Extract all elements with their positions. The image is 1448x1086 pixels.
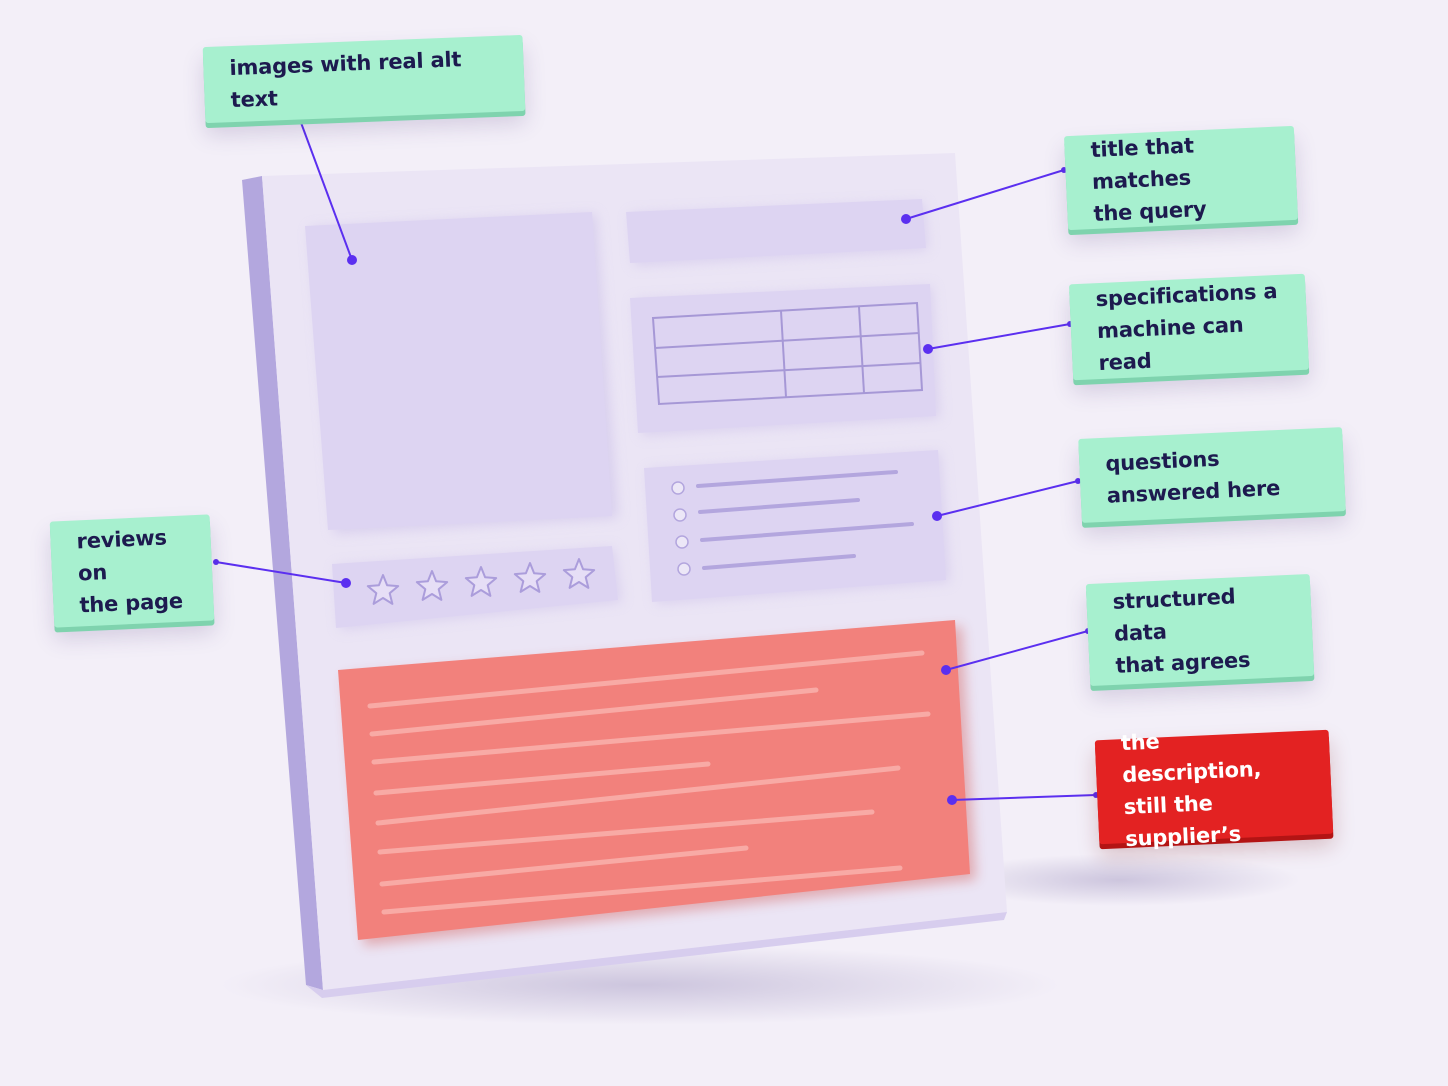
callout-structured-text: structured data that agrees <box>1112 584 1251 678</box>
connector-dot-icon <box>923 344 933 354</box>
connector-dot-icon <box>947 795 957 805</box>
bullet-icon <box>677 562 691 576</box>
questions-list <box>644 450 950 604</box>
connectors <box>213 119 1099 805</box>
star-icon <box>415 570 449 601</box>
callout-reviews-text: reviews on the page <box>76 525 184 618</box>
callout-images: images with real alt text <box>202 34 526 124</box>
connector-images <box>299 119 357 265</box>
callout-images-text: images with real alt text <box>229 47 462 113</box>
star-icon <box>366 574 400 605</box>
star-icon <box>513 562 547 593</box>
title-bar <box>626 199 928 266</box>
connector-dot-icon <box>213 559 219 565</box>
panel-side <box>242 176 323 990</box>
panel-side-shadow <box>940 854 1300 906</box>
callout-description: the description, still the supplier’s <box>1094 729 1334 851</box>
callout-title: title that matches the query <box>1063 125 1299 231</box>
specifications-table <box>630 284 940 436</box>
connector-dot-icon <box>341 578 351 588</box>
callout-structured: structured data that agrees <box>1085 573 1315 687</box>
connector-dot-icon <box>347 255 357 265</box>
connector-reviews <box>213 559 351 588</box>
callout-questions: questions answered here <box>1078 427 1346 523</box>
connector-dot-icon <box>941 665 951 675</box>
callout-specs-text: specifications a machine can read <box>1095 278 1278 376</box>
reviews-bar <box>332 546 622 630</box>
image-placeholder <box>305 212 618 534</box>
review-stars <box>366 558 596 605</box>
callout-questions-text: questions answered here <box>1104 446 1281 508</box>
bullet-icon <box>673 508 687 522</box>
connector-dot-icon <box>932 511 942 521</box>
star-icon <box>562 558 596 589</box>
connector-dot-icon <box>901 214 911 224</box>
bullet-icon <box>675 535 689 549</box>
callout-specs: specifications a machine can read <box>1068 273 1310 381</box>
bullet-icon <box>671 481 685 495</box>
star-icon <box>464 566 498 597</box>
callout-reviews: reviews on the page <box>49 514 215 628</box>
callout-title-text: title that matches the query <box>1090 133 1207 226</box>
callout-description-text: the description, still the supplier’s <box>1120 729 1262 852</box>
description-block <box>338 620 976 946</box>
panel-bottom-edge <box>306 912 1007 998</box>
